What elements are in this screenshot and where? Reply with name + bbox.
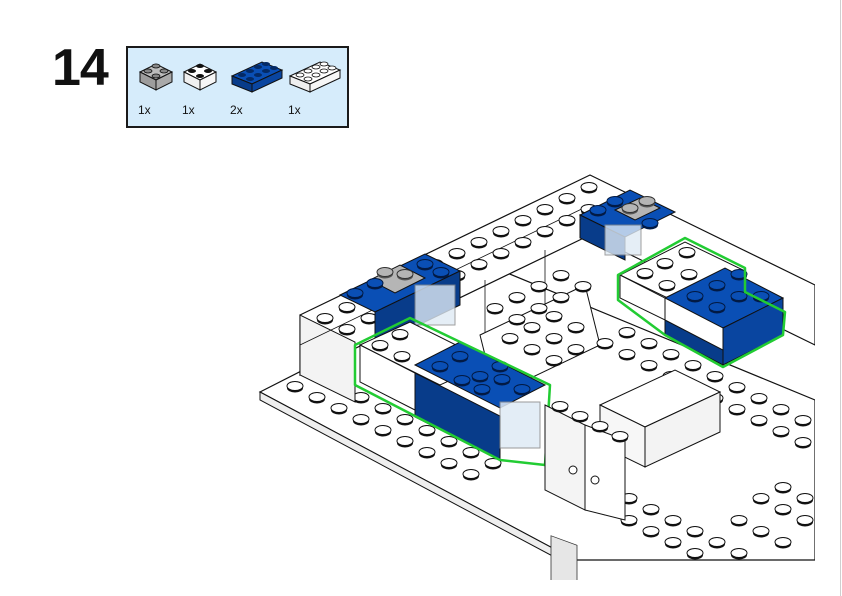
part-item: 2x [228,56,288,118]
page-edge-rule [840,0,841,596]
part-quantity: 1x [138,103,151,117]
new-brick-front [353,316,552,467]
brick-2x4-white-icon [288,61,342,93]
model-assembly-illustration [258,174,815,580]
part-quantity: 1x [288,103,301,117]
blue-gray-brick-group-right [578,189,677,261]
blue-gray-brick-group-left [338,253,462,347]
part-item: 1x [286,56,346,118]
new-brick-right [616,236,787,369]
brick-2x4-blue-icon [230,61,284,93]
brick-2x2-light-gray-icon [138,63,174,91]
door-assembly [544,401,629,580]
parts-callout: 1x 1x 2x [126,46,349,128]
part-quantity: 2x [230,103,243,117]
part-item: 1x [136,56,192,118]
part-quantity: 1x [182,103,195,117]
step-number: 14 [52,39,109,97]
brick-2x2-white-icon [182,63,218,91]
part-item: 1x [180,56,236,118]
